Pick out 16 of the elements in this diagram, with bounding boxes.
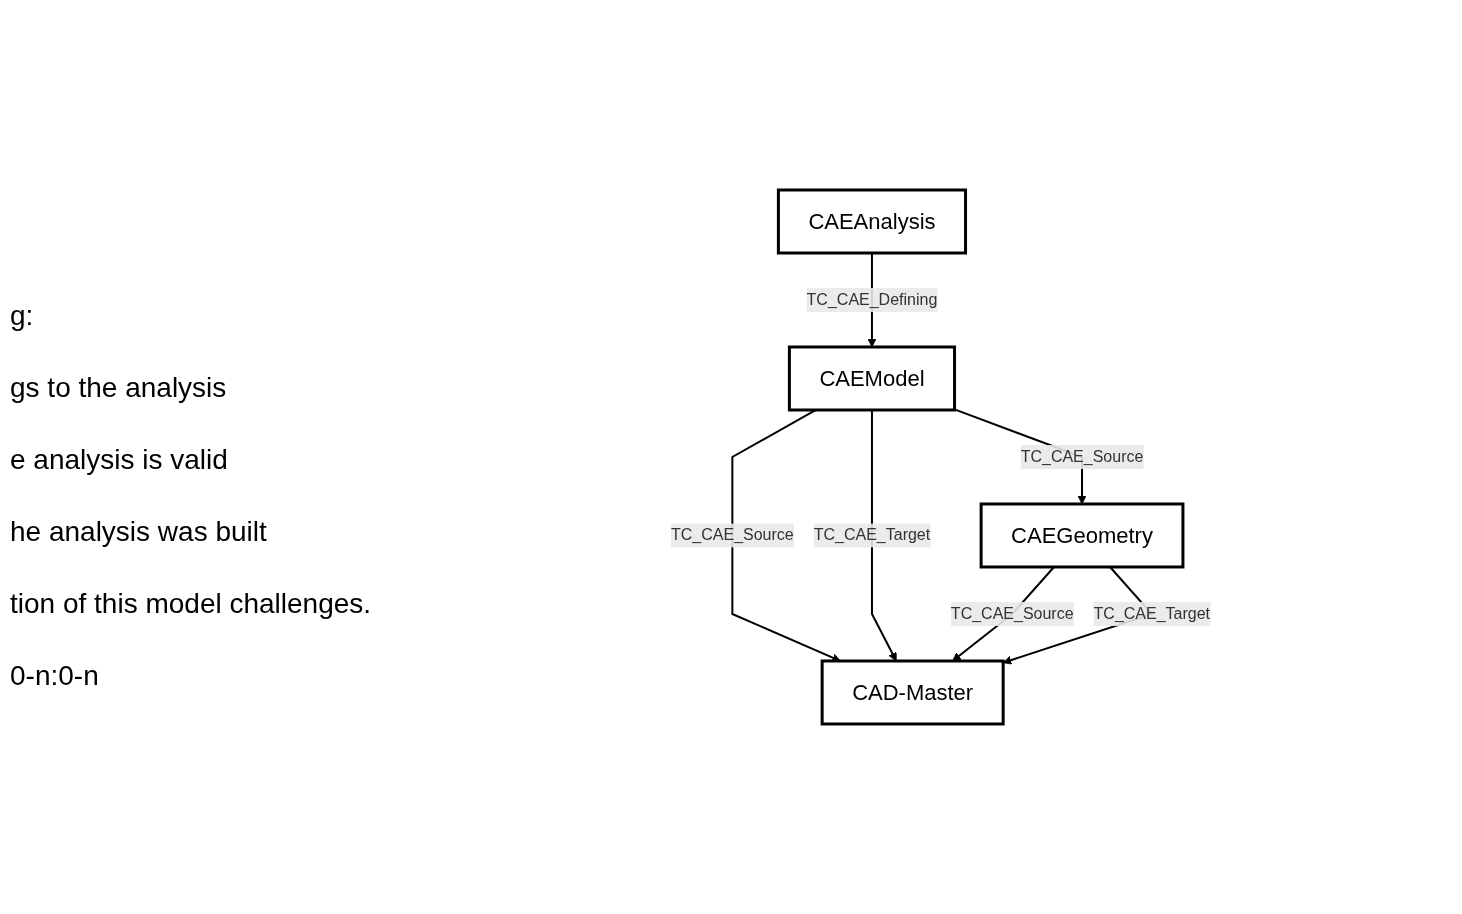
edge-label: TC_CAE_Defining xyxy=(807,291,938,308)
node-box: CAEAnalysis xyxy=(777,188,968,255)
edge-label: TC_CAE_Source xyxy=(671,526,795,544)
note-text: g: xyxy=(10,300,35,332)
edge-label: TC_CAE_Target xyxy=(814,526,931,544)
node-box: CAD-Master xyxy=(821,659,1006,726)
note-text: tion of this model challenges. xyxy=(10,588,373,620)
edge-label: TC_CAE_Source xyxy=(1021,447,1144,465)
node-box: CAEGeometry xyxy=(980,502,1185,569)
edge-label: TC_CAE_Target xyxy=(1094,604,1211,622)
note-text: e analysis is valid xyxy=(10,444,229,476)
node-box: CAEModel xyxy=(788,345,957,412)
note-text: gs to the analysis xyxy=(10,372,228,404)
note-text: he analysis was built xyxy=(10,516,268,548)
note-text: 0-n:0-n xyxy=(10,660,100,692)
edge-label: TC_CAE_Source xyxy=(951,604,1075,622)
